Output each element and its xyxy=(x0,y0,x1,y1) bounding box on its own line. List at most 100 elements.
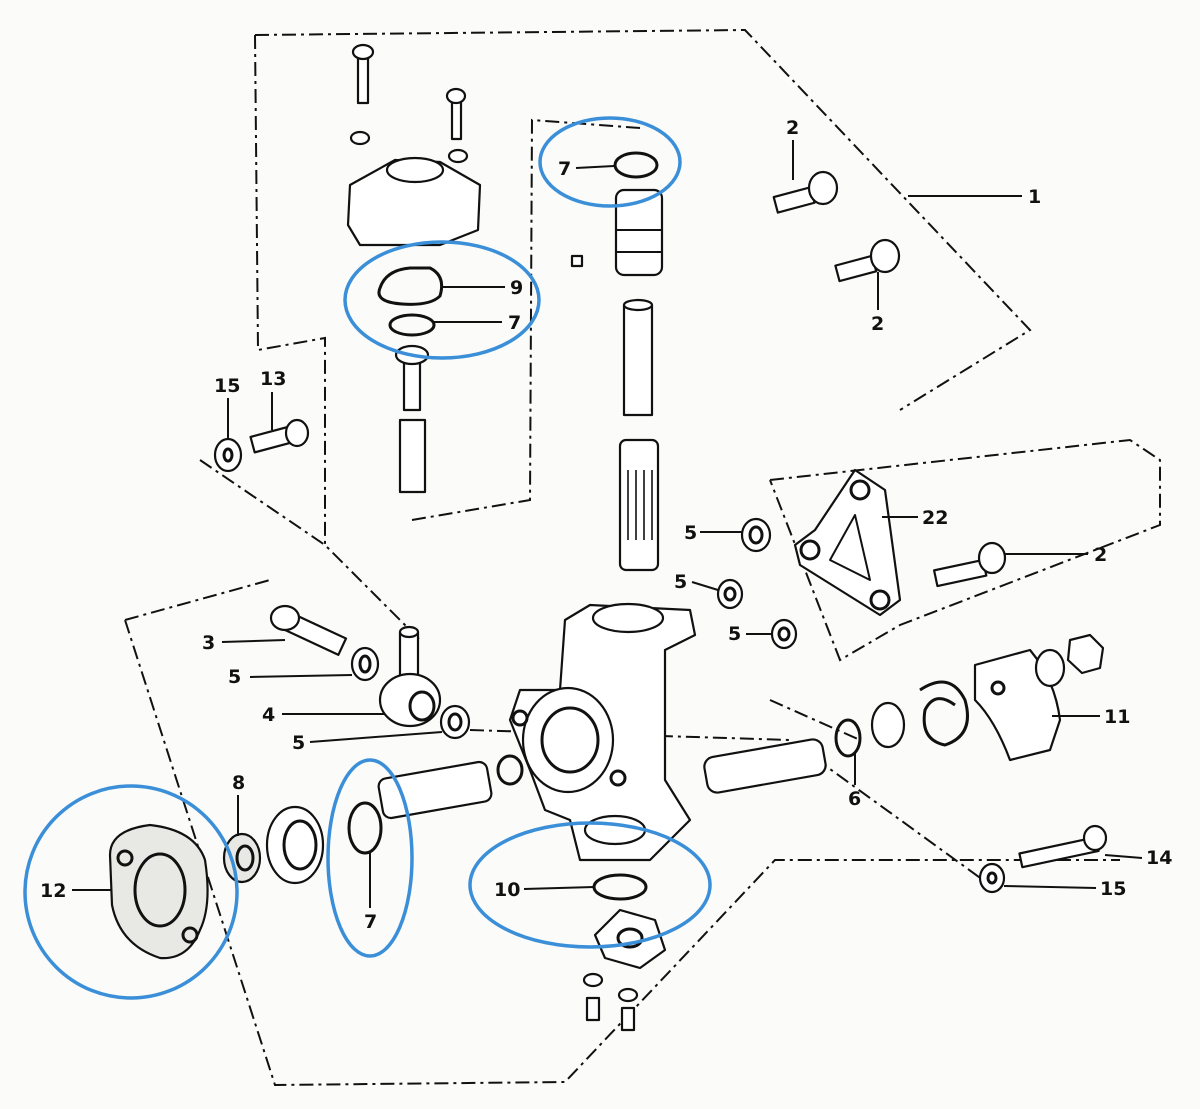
pump-bolt-hole-1 xyxy=(511,709,529,727)
leader-5d xyxy=(249,674,353,678)
pin-small xyxy=(570,254,584,268)
callout-10: 10 xyxy=(494,879,520,901)
leader-7a xyxy=(575,165,615,169)
plunger-shaft-top xyxy=(622,298,654,312)
callout-13: 13 xyxy=(260,368,286,390)
callout-22: 22 xyxy=(922,507,948,529)
valve-stem xyxy=(402,358,422,412)
banjo-neck-top xyxy=(398,625,420,639)
pump-front-flange xyxy=(521,686,615,794)
washer-5a xyxy=(740,517,772,553)
callout-5d: 5 xyxy=(228,666,241,688)
torsion-spring xyxy=(919,680,969,747)
bolt-2a-head xyxy=(807,170,839,206)
pump-front-bore xyxy=(540,706,600,774)
callout-15a: 15 xyxy=(214,375,240,397)
callout-7c: 7 xyxy=(364,911,377,933)
leader-15b xyxy=(1003,885,1097,889)
flange-12-bore xyxy=(133,852,187,928)
flange-12-hole-1 xyxy=(116,849,134,867)
highlight-flange-12 xyxy=(23,784,239,1000)
highlight-gasket-9-o-ring-7 xyxy=(343,240,541,360)
pump-body xyxy=(508,602,697,862)
highlight-o-ring-7-left xyxy=(326,758,414,958)
lower-boundary xyxy=(124,579,1120,1087)
callout-2c: 2 xyxy=(1094,544,1107,566)
bracket-window xyxy=(829,514,871,581)
bolt-14-head xyxy=(1082,824,1108,852)
banjo-fitting xyxy=(378,625,442,728)
bracket-22 xyxy=(793,468,902,617)
flange-12 xyxy=(108,823,209,960)
washer-5b xyxy=(716,578,744,610)
washer-5a-hole xyxy=(748,525,764,545)
screw-top-left-head xyxy=(351,43,375,61)
washer-5c xyxy=(770,618,798,650)
shaft-right xyxy=(703,738,827,794)
washer-5e xyxy=(439,704,471,740)
bolt-2c-head xyxy=(977,541,1007,575)
o-ring-7-top xyxy=(613,151,659,179)
leader-14 xyxy=(1104,854,1143,859)
callout-4: 4 xyxy=(262,704,275,726)
plunger-stack xyxy=(570,151,664,572)
washer-5e-hole xyxy=(447,712,463,732)
callout-14: 14 xyxy=(1146,847,1172,869)
bracket-hole-3 xyxy=(869,589,891,611)
callout-5a: 5 xyxy=(684,522,697,544)
washer-5c-hole xyxy=(777,626,791,642)
bracket-hole-2 xyxy=(799,539,821,561)
leader-lines xyxy=(72,140,1143,908)
washer-5b-hole xyxy=(723,586,737,602)
washer-15-right xyxy=(978,862,1006,894)
shaft-left xyxy=(377,760,493,820)
screw-top-right-head xyxy=(445,87,467,105)
leader-5b xyxy=(691,581,719,591)
callout-15b: 15 xyxy=(1100,878,1126,900)
washer-6 xyxy=(834,718,862,758)
callout-6: 6 xyxy=(848,788,861,810)
washer-bottom-left xyxy=(582,972,604,988)
shaft-left-ring xyxy=(496,754,524,786)
upper-inner-boundary xyxy=(411,118,641,521)
flange-12-hole-2 xyxy=(181,926,199,944)
left-shaft xyxy=(108,754,524,960)
spline-lines xyxy=(627,470,653,540)
bolt-2b-head xyxy=(869,238,901,274)
assembly-boundaries xyxy=(124,28,1161,1087)
bushing-8-hole xyxy=(235,844,255,872)
bolt-2b-shank xyxy=(834,254,878,283)
callout-2b: 2 xyxy=(871,313,884,335)
callout-9: 9 xyxy=(510,277,523,299)
cover-plate xyxy=(593,908,667,970)
leader-5e xyxy=(309,731,443,743)
callout-1: 1 xyxy=(1028,186,1041,208)
upper-boundary xyxy=(199,28,1032,641)
bottom-cover xyxy=(582,873,667,1032)
callout-7b: 7 xyxy=(508,312,521,334)
callout-5e: 5 xyxy=(292,732,305,754)
plunger-shaft xyxy=(622,303,654,417)
banjo-neck xyxy=(398,630,420,679)
cup-seal-inner xyxy=(282,819,318,871)
nut-right xyxy=(1066,633,1105,675)
callout-8: 8 xyxy=(232,772,245,794)
screw-bottom-right xyxy=(620,1006,636,1032)
cam-lever-hole xyxy=(990,680,1006,696)
gasket-9 xyxy=(377,266,444,306)
highlight-o-ring-7-top xyxy=(538,116,682,208)
leader-10 xyxy=(523,886,595,890)
callout-2a: 2 xyxy=(786,117,799,139)
callout-5b: 5 xyxy=(674,571,687,593)
valve-housing-boss xyxy=(385,156,445,184)
washer-15-left-hole xyxy=(222,447,234,463)
washer-15-left xyxy=(213,437,243,473)
bracket-plate xyxy=(793,468,902,617)
right-boundary xyxy=(769,438,1161,662)
barrel-upper xyxy=(614,188,664,277)
bolts-group xyxy=(213,170,1108,894)
valve-housing-group xyxy=(346,43,482,494)
washer-15-right-hole xyxy=(986,871,998,885)
callout-labels: 1 2 2 2 3 4 5 5 5 5 5 6 7 7 7 8 9 10 11 … xyxy=(40,117,1172,933)
